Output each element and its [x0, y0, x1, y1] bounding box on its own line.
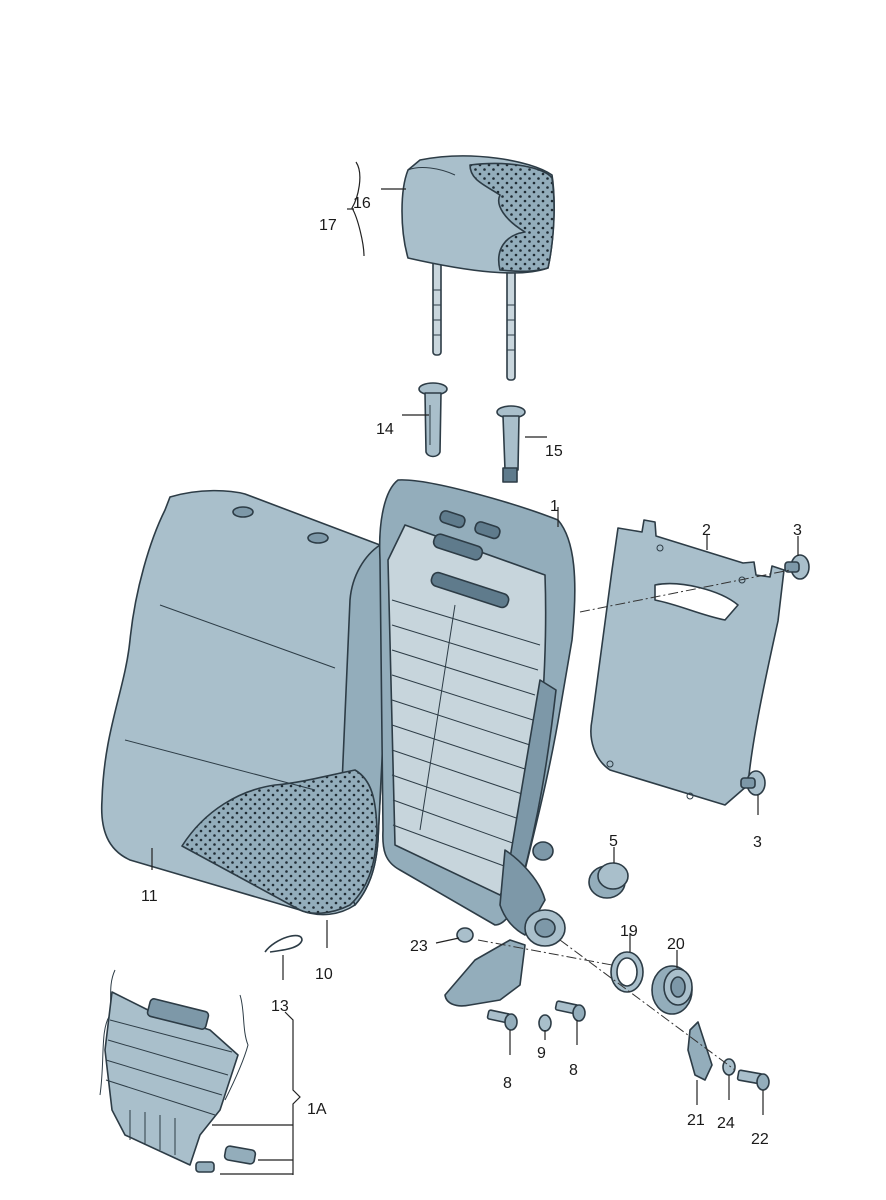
callout-10: 10: [315, 966, 333, 983]
washer-23: [456, 927, 474, 943]
callout-14: 14: [376, 421, 394, 438]
wire-clip: [264, 934, 303, 953]
callout-1: 1: [550, 498, 559, 515]
callout-5: 5: [609, 833, 618, 850]
callout-3-upper: 3: [793, 522, 802, 539]
callout-9: 9: [537, 1045, 546, 1062]
washer-24: [722, 1058, 736, 1076]
clip-21: [687, 1021, 713, 1081]
callout-1A: 1A: [307, 1101, 327, 1118]
backrest-panel: [590, 519, 785, 806]
callouts: 1 2 3 3 5 8 8 9 10 11 13 14 15 16 17 19 …: [141, 195, 802, 1148]
headrest-guide-14: [418, 382, 448, 458]
callout-17: 17: [319, 217, 337, 234]
callout-24: 24: [717, 1115, 735, 1132]
callout-21: 21: [687, 1112, 705, 1129]
callout-16: 16: [353, 195, 371, 212]
gear-20: [651, 965, 693, 1015]
hinge-bracket: [444, 909, 566, 1007]
callout-8-left: 8: [503, 1075, 512, 1092]
callout-22: 22: [751, 1131, 769, 1148]
backrest-cover: [100, 489, 392, 916]
callout-3-lower: 3: [753, 834, 762, 851]
headrest-guide-15: [496, 405, 526, 483]
callout-13: 13: [271, 998, 289, 1015]
lumbar-support: [99, 969, 257, 1173]
adjust-knob: [532, 841, 629, 899]
callout-19: 19: [620, 923, 638, 940]
callout-23: 23: [410, 938, 428, 955]
callout-15: 15: [545, 443, 563, 460]
bolt-22: [736, 1069, 770, 1091]
ring-19: [610, 951, 644, 993]
callout-2: 2: [702, 522, 711, 539]
bolt-8a: [486, 1009, 518, 1031]
headrest: [401, 155, 555, 381]
callout-20: 20: [667, 936, 685, 953]
washer-9: [538, 1014, 552, 1032]
clip-lower: [740, 770, 766, 796]
backrest-frame: [378, 479, 576, 936]
bolt-8b: [554, 1000, 586, 1022]
leader-lines: [151, 161, 799, 1175]
callout-8-right: 8: [569, 1062, 578, 1079]
clip-upper: [784, 554, 810, 580]
callout-11: 11: [141, 888, 158, 905]
